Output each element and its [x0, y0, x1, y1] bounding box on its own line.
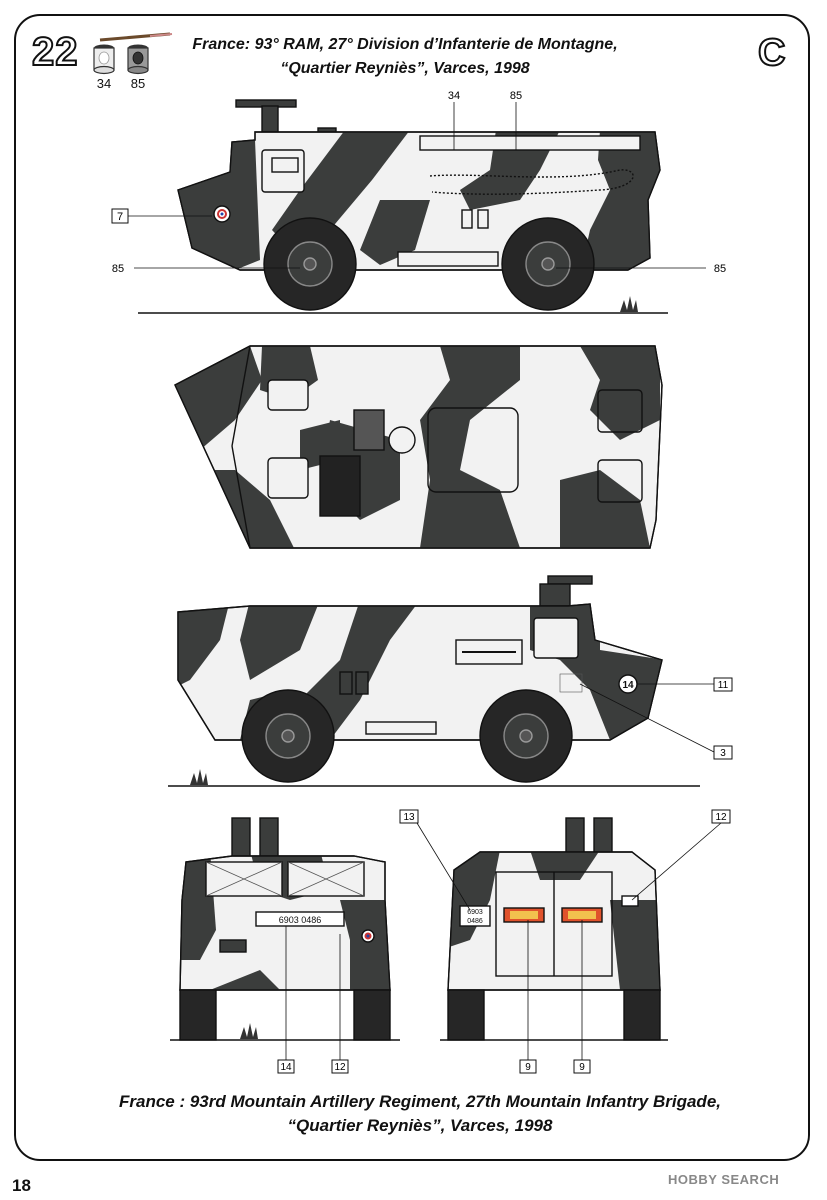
front-plate-text: 6903 0486	[279, 915, 322, 925]
grass-icon-2	[190, 769, 208, 785]
paint-pot-34-icon	[93, 44, 115, 75]
grass-icon	[620, 296, 638, 312]
title-line-1: France: 93° RAM, 27° Division d’Infanter…	[192, 36, 618, 53]
side-view-left: 14	[177, 575, 663, 783]
stencil-data-icon	[559, 673, 583, 693]
grille-icon	[319, 455, 361, 517]
callout-decal-11: 11	[718, 680, 729, 691]
callout-decal-9-left: 9	[525, 1062, 531, 1073]
callout-paint-85-right: 85	[714, 263, 726, 275]
callout-decal-12-rear: 12	[715, 812, 727, 823]
callout-decal-3: 3	[720, 748, 726, 759]
caption-line-1: France : 93rd Mountain Artillery Regimen…	[118, 1092, 721, 1111]
callout-paint-85-left: 85	[112, 263, 124, 275]
rear-plate-line-1: 6903	[467, 909, 483, 916]
callout-lines-1	[128, 102, 706, 269]
rear-tyre-left	[447, 989, 485, 1041]
callout-decal-12-front: 12	[334, 1062, 346, 1073]
side-view-right	[177, 99, 661, 311]
plate-number: 22	[31, 29, 79, 75]
callout-decal-9-right: 9	[579, 1062, 585, 1073]
front-tyre-right	[353, 989, 391, 1041]
callout-decal-14: 14	[280, 1062, 292, 1073]
caption-line-2: “Quartier Reyniès”, Varces, 1998	[287, 1116, 553, 1135]
top-view	[174, 345, 663, 549]
unit-badge-text: 14	[622, 680, 634, 691]
paint-pot-85-icon	[127, 44, 149, 75]
wheel-left-rear-icon	[479, 689, 573, 783]
page-frame	[14, 14, 810, 1161]
rear-plate-line-2: 0486	[467, 918, 483, 925]
grass-icon-3	[240, 1023, 258, 1039]
front-view: 6903 0486	[179, 817, 391, 1041]
rear-stencil-icon	[621, 895, 639, 907]
paint-label-85: 85	[130, 76, 146, 91]
watermark: HOBBY SEARCH	[668, 1172, 780, 1187]
callout-paint-85-top: 85	[510, 90, 522, 102]
machine-gun-icon-2	[547, 575, 593, 585]
callout-decal-7: 7	[117, 211, 123, 223]
front-tyre-left	[179, 989, 217, 1041]
page-number: 18	[12, 1176, 31, 1195]
rear-view: 6903 0486	[447, 817, 661, 1041]
wheel-front-icon	[263, 217, 357, 311]
wheel-left-front-icon	[241, 689, 335, 783]
rear-tyre-right	[623, 989, 661, 1041]
scheme-letter: C	[757, 31, 786, 75]
callout-lines-3	[579, 683, 715, 753]
callout-decal-13: 13	[403, 812, 415, 823]
title-line-2: “Quartier Reyniès”, Varces, 1998	[280, 60, 530, 77]
callout-paint-34: 34	[448, 90, 460, 102]
wheel-rear-icon	[501, 217, 595, 311]
paint-label-34: 34	[96, 76, 112, 91]
